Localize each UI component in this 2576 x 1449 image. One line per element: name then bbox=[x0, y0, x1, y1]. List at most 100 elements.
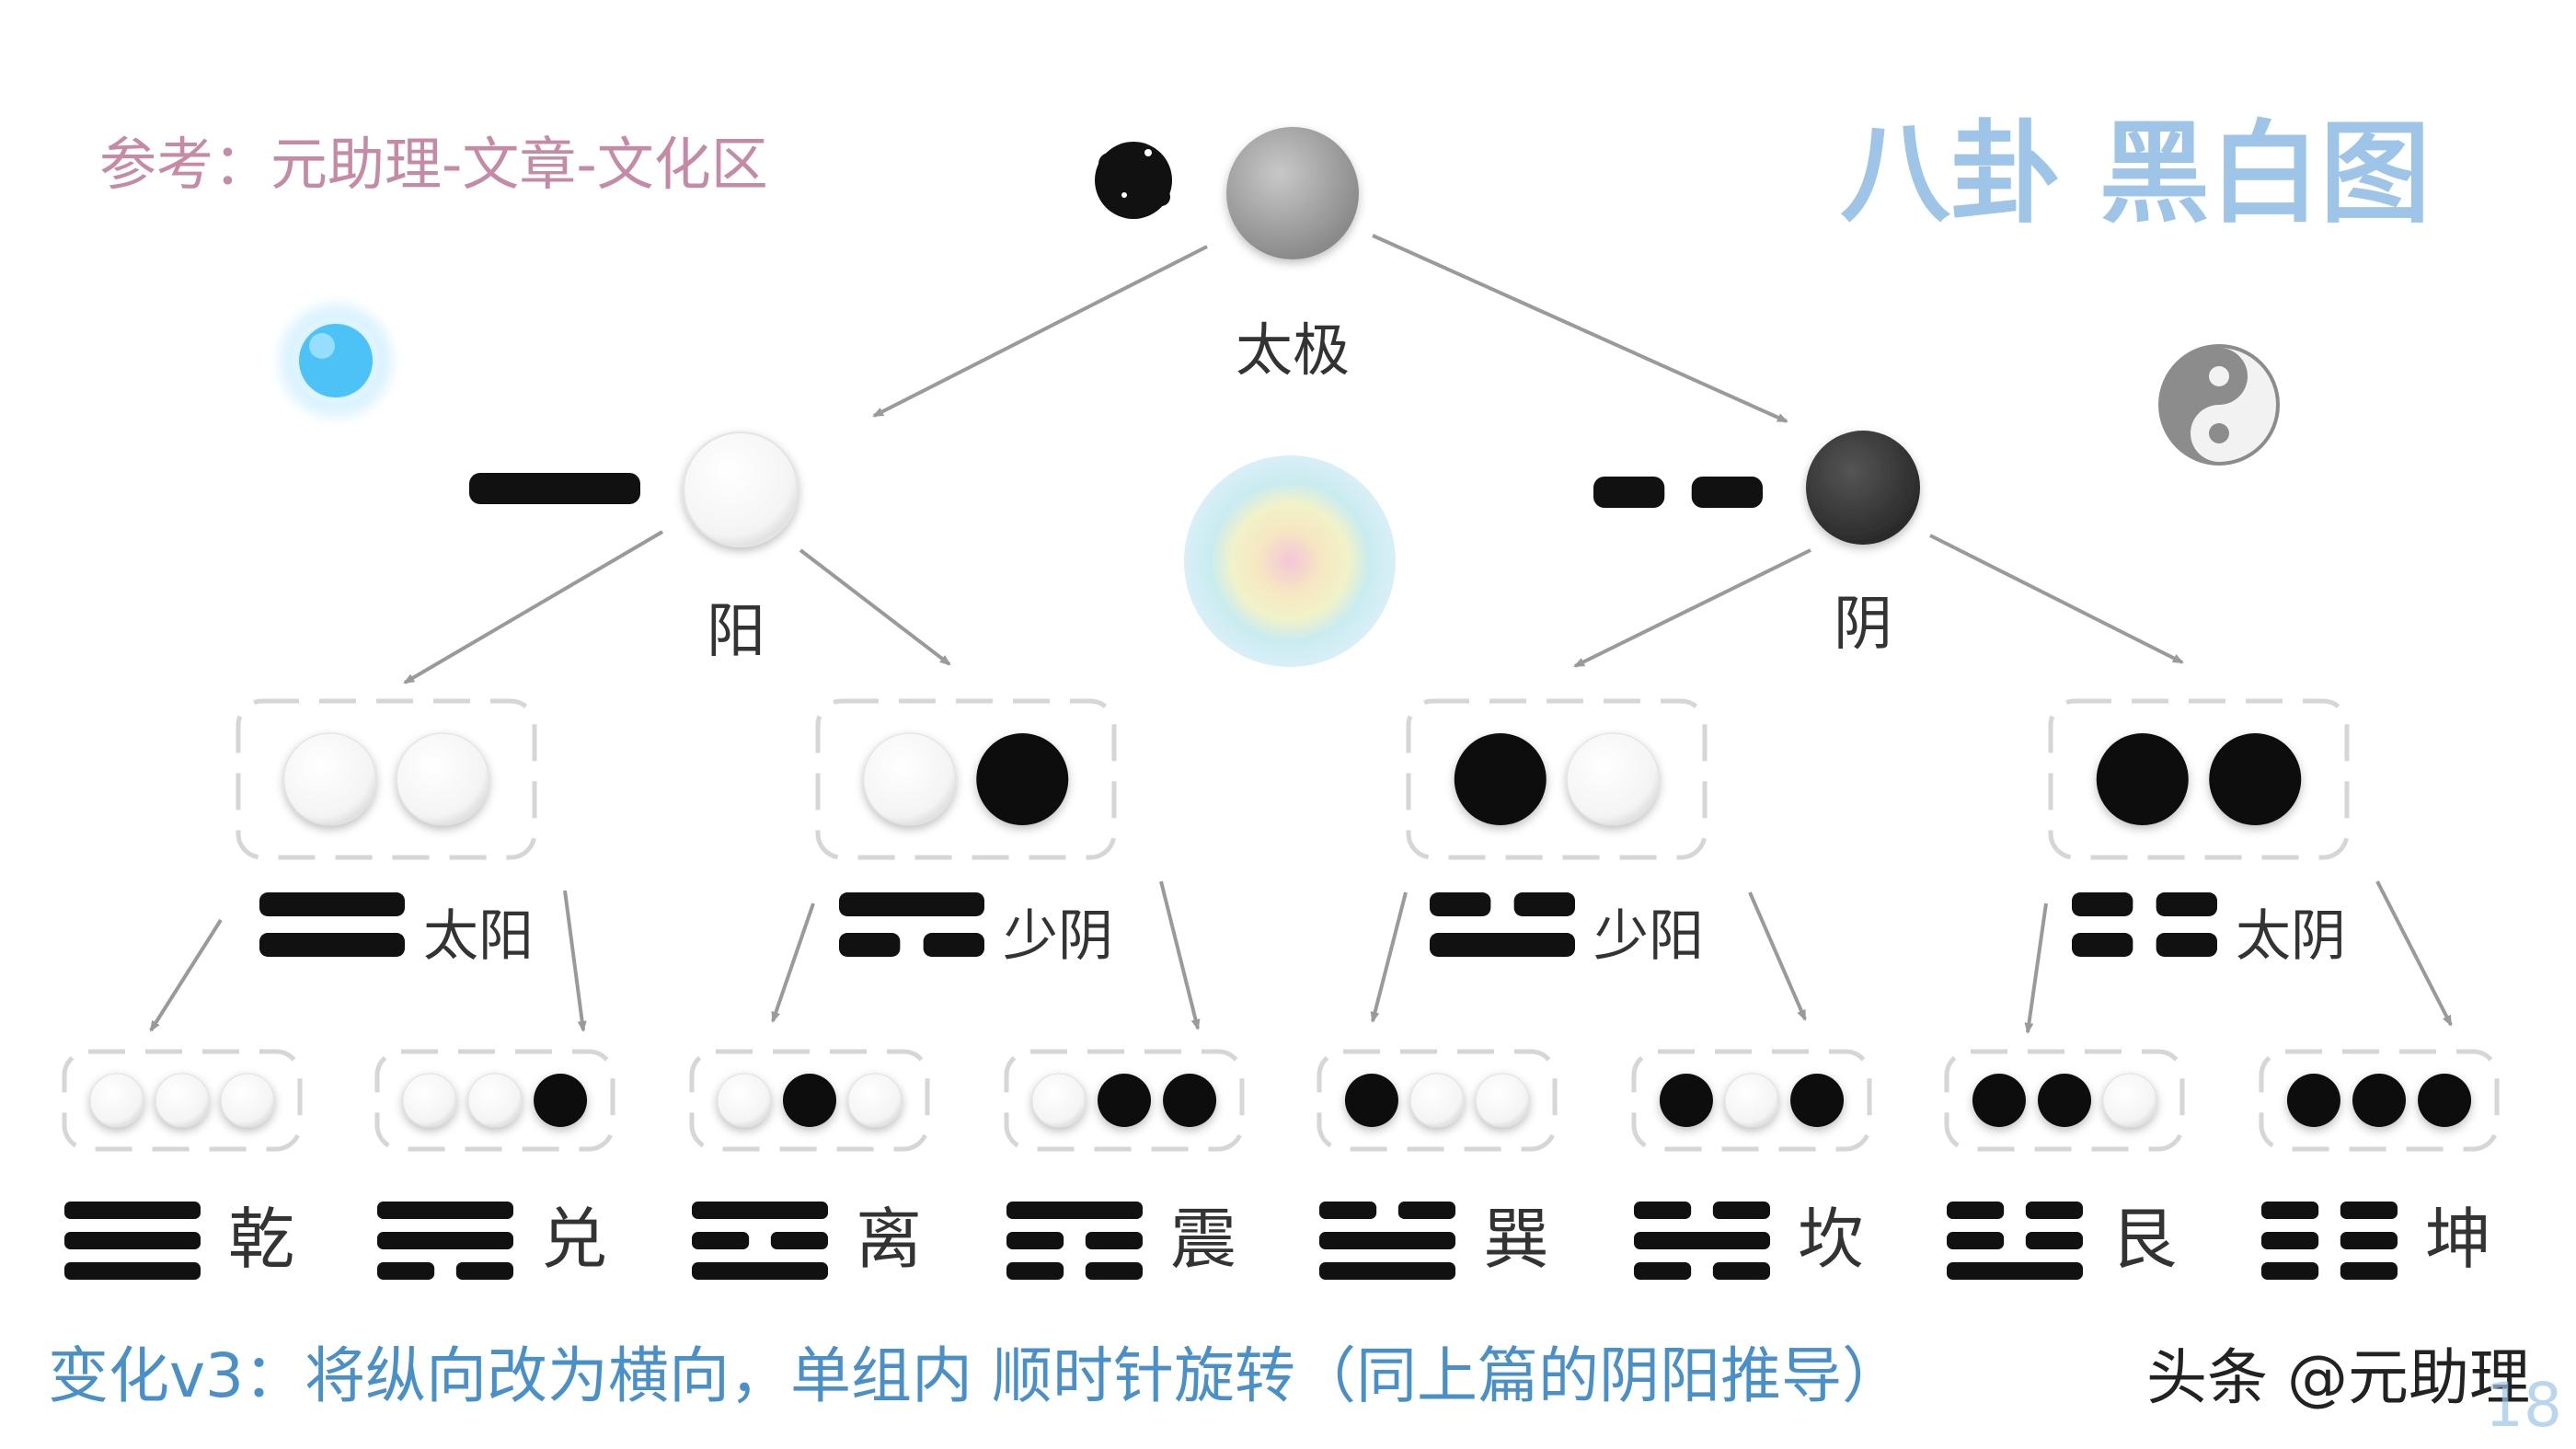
yang-line bbox=[1430, 933, 1575, 957]
yin-line-right bbox=[1397, 1202, 1455, 1219]
sixiang-box bbox=[1406, 698, 1708, 860]
yin-dot bbox=[1098, 1074, 1151, 1127]
yang-line bbox=[692, 1202, 828, 1219]
yin-dot bbox=[534, 1074, 588, 1127]
yin-line-left bbox=[1947, 1202, 2005, 1219]
yin-dot bbox=[2209, 733, 2302, 825]
footer-caption: 变化v3：将纵向改为横向，单组内 顺时针旋转（同上篇的阴阳推导） bbox=[48, 1340, 1903, 1411]
liangyi-0: 阳 bbox=[469, 431, 799, 666]
yin-line-left bbox=[1006, 1232, 1064, 1249]
yang-line bbox=[1319, 1232, 1455, 1249]
group-frame bbox=[815, 698, 1117, 860]
yang-line bbox=[377, 1202, 513, 1219]
yin-line-right bbox=[1513, 892, 1575, 916]
yin-line-left bbox=[1593, 477, 1665, 508]
yin-line-left bbox=[2261, 1202, 2319, 1219]
group-frame bbox=[1317, 1049, 1558, 1152]
liangyi-layer: 阳阴 bbox=[469, 431, 1920, 666]
arrow-10 bbox=[1370, 891, 1408, 1023]
bagua-7: 坤 bbox=[2259, 1049, 2500, 1280]
yang-dot bbox=[155, 1073, 210, 1128]
arrow-1 bbox=[1372, 234, 1788, 423]
yin-line-right bbox=[2340, 1262, 2398, 1280]
yin-line-left bbox=[1006, 1262, 1064, 1280]
liangyi-symbol bbox=[469, 473, 640, 504]
yin-line-left bbox=[1430, 892, 1491, 916]
bagua-box bbox=[1631, 1049, 1872, 1152]
sixiang-symbol bbox=[1430, 892, 1575, 957]
sixiang-3: 太阴 bbox=[2048, 698, 2350, 969]
yin-dot bbox=[1659, 1074, 1713, 1127]
yang-line bbox=[64, 1262, 201, 1280]
yin-dot bbox=[2352, 1074, 2406, 1127]
yang-line bbox=[1634, 1232, 1770, 1249]
bagua-symbol bbox=[1006, 1202, 1143, 1280]
sixiang-layer: 太阳少阴少阳太阴 bbox=[236, 698, 2350, 969]
bagua-label: 巽 bbox=[1483, 1201, 1549, 1278]
yin-dot bbox=[783, 1074, 836, 1127]
bagua-symbol bbox=[1634, 1202, 1770, 1280]
group-frame bbox=[1631, 1049, 1872, 1152]
liangyi-1: 阴 bbox=[1593, 431, 1920, 659]
liangyi-circle bbox=[683, 431, 799, 547]
bagua-label: 兑 bbox=[541, 1201, 607, 1278]
arrow-layer bbox=[149, 234, 2453, 1034]
liangyi-label: 阳 bbox=[707, 598, 765, 666]
yin-dot bbox=[1454, 733, 1547, 825]
arrow-5 bbox=[1929, 534, 2184, 664]
bagua-label: 坤 bbox=[2425, 1201, 2491, 1278]
liangyi-circle bbox=[1806, 431, 1920, 545]
bagua-box bbox=[689, 1049, 930, 1152]
yin-line-left bbox=[692, 1232, 750, 1249]
yin-dot bbox=[976, 733, 1069, 825]
group-frame bbox=[62, 1049, 303, 1152]
page-title: 八卦 黑白图 bbox=[1840, 110, 2431, 238]
arrow-11 bbox=[1748, 891, 1807, 1021]
ink-blot-icon bbox=[1095, 142, 1172, 219]
bagua-symbol bbox=[377, 1202, 513, 1280]
sixiang-box bbox=[236, 698, 537, 860]
watermark-text: 头条 @元助理 bbox=[2146, 1342, 2530, 1413]
arrow-3 bbox=[799, 548, 951, 666]
bagua-label: 震 bbox=[1170, 1201, 1236, 1278]
yang-dot bbox=[402, 1073, 457, 1128]
yin-line-right bbox=[1085, 1262, 1143, 1280]
arrow-7 bbox=[563, 890, 587, 1032]
bagua-box bbox=[1944, 1049, 2185, 1152]
yang-dot bbox=[283, 732, 377, 826]
group-frame bbox=[2259, 1049, 2500, 1152]
yin-line-left bbox=[1634, 1202, 1692, 1219]
arrow-12 bbox=[2024, 903, 2048, 1034]
yang-line bbox=[64, 1202, 201, 1219]
yin-dot bbox=[1790, 1074, 1845, 1127]
bagua-symbol bbox=[692, 1202, 828, 1280]
yin-line-right bbox=[770, 1232, 828, 1249]
bagua-1: 兑 bbox=[374, 1049, 615, 1280]
arrow-2 bbox=[403, 530, 664, 684]
arrow-0 bbox=[872, 245, 1208, 418]
glowing-blue-orb-icon bbox=[279, 304, 393, 418]
liangyi-symbol bbox=[1593, 477, 1763, 508]
bagua-layer: 乾兑离震巽坎艮坤 bbox=[62, 1049, 2500, 1280]
arrow-6 bbox=[149, 918, 223, 1032]
yin-line-right bbox=[2340, 1232, 2398, 1249]
yang-line bbox=[259, 933, 405, 957]
yang-line bbox=[1319, 1262, 1455, 1280]
group-frame bbox=[374, 1049, 615, 1152]
yang-line bbox=[469, 473, 640, 504]
bagua-box bbox=[1004, 1049, 1245, 1152]
taiji-node: 太极 bbox=[1226, 127, 1359, 384]
yin-line-left bbox=[2072, 933, 2133, 957]
yang-dot bbox=[89, 1073, 144, 1128]
taiji-label: 太极 bbox=[1236, 316, 1350, 384]
yang-line bbox=[259, 892, 405, 916]
yin-dot bbox=[2038, 1074, 2091, 1127]
yang-dot bbox=[717, 1073, 772, 1128]
group-frame bbox=[1944, 1049, 2185, 1152]
yin-line-right bbox=[1691, 477, 1763, 508]
yang-dot bbox=[467, 1073, 523, 1128]
sixiang-0: 太阳 bbox=[236, 698, 537, 969]
bagua-box bbox=[1317, 1049, 1558, 1152]
sixiang-1: 少阴 bbox=[815, 698, 1117, 969]
bagua-label: 艮 bbox=[2110, 1201, 2177, 1278]
